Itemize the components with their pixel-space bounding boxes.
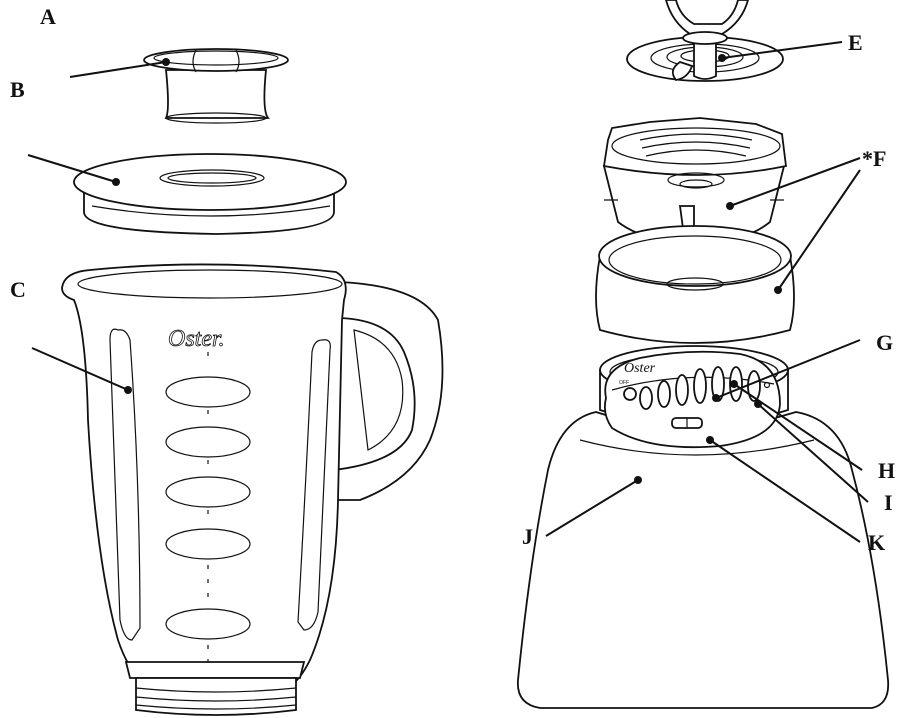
- leader-j: [545, 479, 639, 537]
- leader-dot-b: [112, 178, 120, 186]
- speed-button-3[interactable]: [675, 374, 689, 406]
- off-label: OFF: [619, 380, 629, 386]
- leader-dot-f1: [726, 202, 734, 210]
- leader-b: [27, 154, 117, 183]
- jar-handle: [328, 281, 444, 501]
- blade-assembly: [626, 0, 784, 82]
- leader-dot-i: [754, 400, 762, 408]
- level-marks: [165, 352, 251, 678]
- pulse-indicator-icon: [763, 381, 771, 389]
- leader-c: [31, 347, 129, 391]
- leader-k: [709, 439, 861, 543]
- label-f: *F: [862, 146, 886, 171]
- leader-h: [733, 383, 863, 471]
- leader-dot-a: [162, 58, 170, 66]
- speed-button-2[interactable]: [657, 380, 671, 408]
- leader-dot-f2: [774, 286, 782, 294]
- leader-i: [757, 403, 869, 503]
- label-i: I: [884, 490, 893, 515]
- label-h: H: [878, 458, 895, 483]
- jar-bottom-cap: [602, 117, 787, 240]
- motor-base: [517, 411, 890, 709]
- leader-a: [69, 61, 167, 78]
- jar-lid: [73, 153, 347, 235]
- off-button[interactable]: [623, 387, 637, 401]
- label-e: E: [848, 30, 863, 55]
- collar-ring: [595, 225, 795, 344]
- leader-e: [721, 41, 843, 59]
- jar-threaded-bottom: [124, 661, 306, 716]
- label-b: B: [10, 77, 25, 102]
- leader-dot-c: [124, 386, 132, 394]
- label-k: K: [868, 530, 885, 555]
- base-brand-logo: Oster: [624, 361, 656, 376]
- label-c: C: [10, 277, 26, 302]
- leader-dot-h: [730, 380, 738, 388]
- jar-brand-logo: Oster.: [168, 326, 225, 352]
- speed-button-1[interactable]: [639, 386, 653, 410]
- label-g: G: [876, 330, 893, 355]
- filler-cap: [143, 48, 289, 124]
- leader-f2: [777, 169, 861, 291]
- speed-button-4[interactable]: [693, 368, 707, 404]
- control-panel: Oster OFF: [603, 350, 781, 449]
- leader-dot-g: [712, 394, 720, 402]
- blender-jar: Oster.: [61, 263, 347, 687]
- leader-dot-e: [718, 54, 726, 62]
- label-j: J: [522, 524, 533, 549]
- leader-dot-j: [634, 476, 642, 484]
- leader-f1: [729, 157, 861, 207]
- label-a: A: [40, 4, 56, 29]
- leader-dot-k: [706, 436, 714, 444]
